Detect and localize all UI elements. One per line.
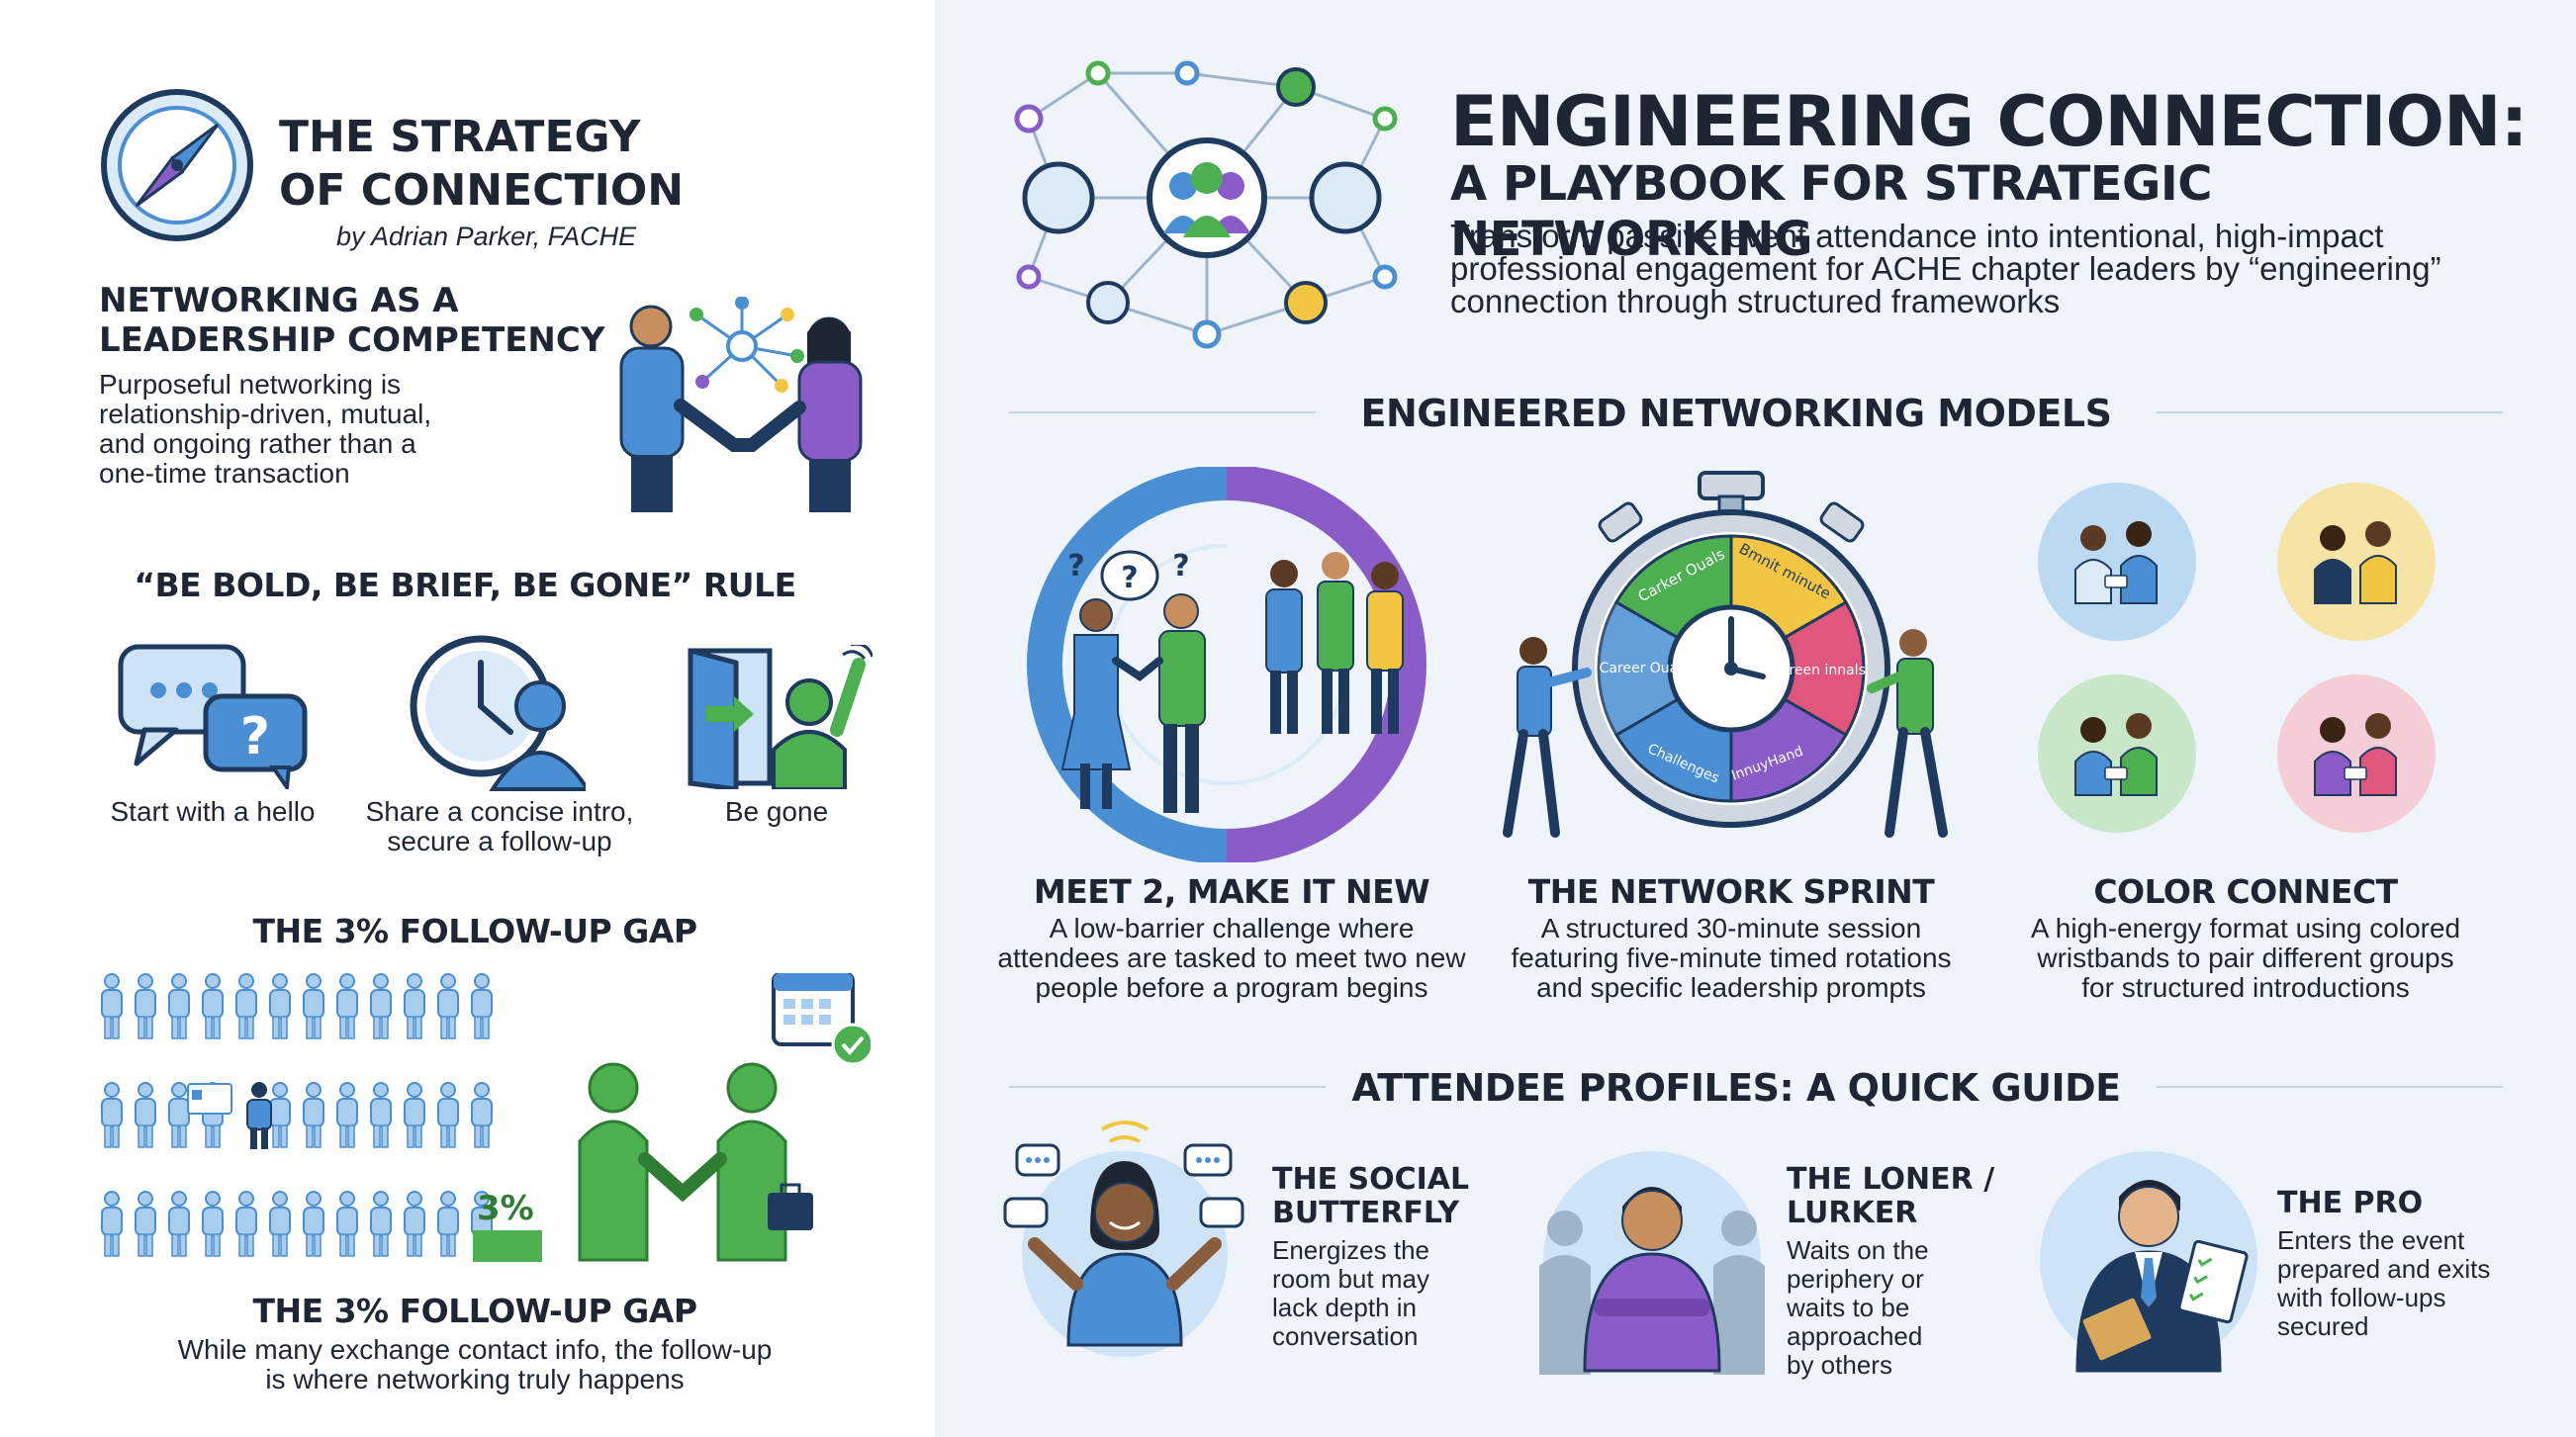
door-exit-icon (688, 645, 873, 789)
model-color-text: A high-energy format using colored wrist… (2030, 913, 2461, 1003)
stopwatch-sprint-illustration: Carker Ouals Bmnit minute Careen innals … (1503, 471, 1948, 838)
gap-caption-heading: THE 3% FOLLOW-UP GAP (252, 1292, 697, 1330)
model-sprint-text: A structured 30-minute session featuring… (1511, 913, 1952, 1003)
global-network-illustration (1014, 60, 1398, 349)
divider (1009, 411, 1316, 413)
profile-butterfly-text: Energizes the room but may lack depth in… (1272, 1235, 1429, 1351)
clock-person-icon (410, 635, 586, 791)
stopwatch-label-3: Careen innals (1771, 663, 1866, 678)
step-hello-label: Start with a hello (110, 796, 316, 827)
svg-text:?: ? (240, 707, 270, 766)
rule-heading: “BE BOLD, BE BRIEF, BE GONE” RULE (134, 566, 796, 604)
model-meet-text: A low-barrier challenge where attendees … (997, 913, 1466, 1003)
step-gone-label: Be gone (724, 796, 829, 827)
divider (2157, 1086, 2503, 1088)
social-butterfly-illustration (1003, 1121, 1244, 1357)
profile-butterfly-title: THE SOCIAL BUTTERFLY (1272, 1162, 1470, 1230)
profile-pro-text: Enters the event prepared and exits with… (2277, 1225, 2491, 1341)
competency-heading: NETWORKING AS A LEADERSHIP COMPETENCY (99, 281, 605, 360)
chat-bubble-icon: ? (118, 644, 308, 789)
gap-caption-text: While many exchange contact info, the fo… (177, 1334, 773, 1394)
svg-text:?: ? (1067, 549, 1084, 584)
the-pro-illustration (2040, 1151, 2257, 1373)
models-heading: ENGINEERED NETWORKING MODELS (1360, 392, 2112, 435)
left-panel: THE STRATEGY OF CONNECTION by Adrian Par… (0, 0, 935, 1437)
main-description: Transform passive event attendance into … (1450, 218, 2441, 319)
gap-heading: THE 3% FOLLOW-UP GAP (252, 912, 697, 950)
handshake-network-illustration (619, 297, 863, 512)
step-intro-label: Share a concise intro, secure a follow-u… (365, 796, 634, 856)
divider (1009, 1086, 1326, 1088)
compass-icon (101, 89, 253, 241)
color-connect-illustration (2038, 483, 2436, 833)
model-meet-title: MEET 2, MAKE IT NEW (1033, 872, 1430, 911)
gap-badge: 3% (477, 1189, 534, 1228)
profile-loner-text: Waits on the periphery or waits to be ap… (1787, 1235, 1929, 1380)
main-title: ENGINEERING CONNECTION: (1450, 81, 2529, 162)
model-color-title: COLOR CONNECT (2093, 872, 2398, 911)
svg-text:?: ? (1172, 549, 1189, 584)
model-sprint-title: THE NETWORK SPRINT (1527, 872, 1935, 911)
people-crowd-illustration (101, 973, 871, 1262)
svg-text:?: ? (1121, 561, 1138, 595)
competency-text: Purposeful networking is relationship-dr… (99, 369, 432, 489)
loner-lurker-illustration (1539, 1151, 1765, 1375)
main-subtitle: A PLAYBOOK FOR STRATEGIC NETWORKING (1450, 156, 2213, 267)
profile-pro-title: THE PRO (2277, 1186, 2424, 1220)
left-title: THE STRATEGY OF CONNECTION (279, 112, 685, 216)
profiles-heading: ATTENDEE PROFILES: A QUICK GUIDE (1351, 1066, 2121, 1110)
byline: by Adrian Parker, FACHE (336, 222, 637, 251)
meet-two-illustration: ? ? ? (1027, 467, 1426, 862)
profile-loner-title: THE LONER / LURKER (1787, 1162, 1995, 1230)
divider (2157, 411, 2503, 413)
stopwatch-label-6: Career Ouals (1600, 661, 1690, 676)
